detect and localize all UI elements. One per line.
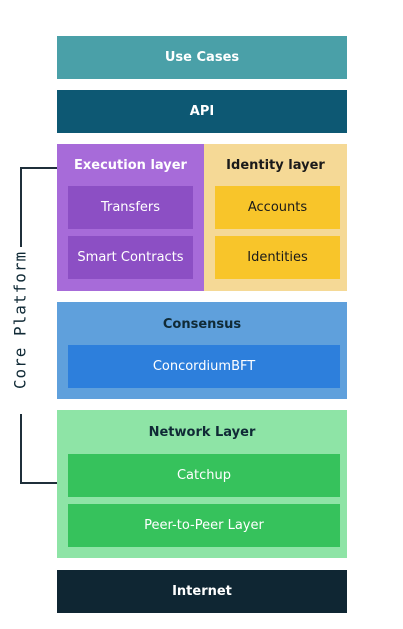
api-layer: API <box>57 90 347 133</box>
consensus-layer-title: Consensus <box>162 316 242 332</box>
consensus-item-concordiumbft: ConcordiumBFT <box>68 345 340 388</box>
network-item-catchup: Catchup <box>68 454 340 497</box>
bracket-bottom-vertical <box>20 414 22 484</box>
execution-item-smart-contracts: Smart Contracts <box>68 236 193 279</box>
core-platform-label: Core Platform <box>10 250 30 390</box>
identity-item-accounts: Accounts <box>215 186 340 229</box>
network-item-peer-to-peer: Peer-to-Peer Layer <box>68 504 340 547</box>
use-cases-layer: Use Cases <box>57 36 347 79</box>
identity-layer-title: Identity layer <box>226 157 325 173</box>
bracket-top-horizontal <box>20 167 57 169</box>
identity-item-identities: Identities <box>215 236 340 279</box>
execution-layer-title: Execution layer <box>74 157 187 173</box>
bracket-top-vertical <box>20 167 22 247</box>
network-layer-title: Network Layer <box>148 424 256 440</box>
internet-layer: Internet <box>57 570 347 613</box>
execution-item-transfers: Transfers <box>68 186 193 229</box>
bracket-bottom-horizontal <box>20 482 57 484</box>
